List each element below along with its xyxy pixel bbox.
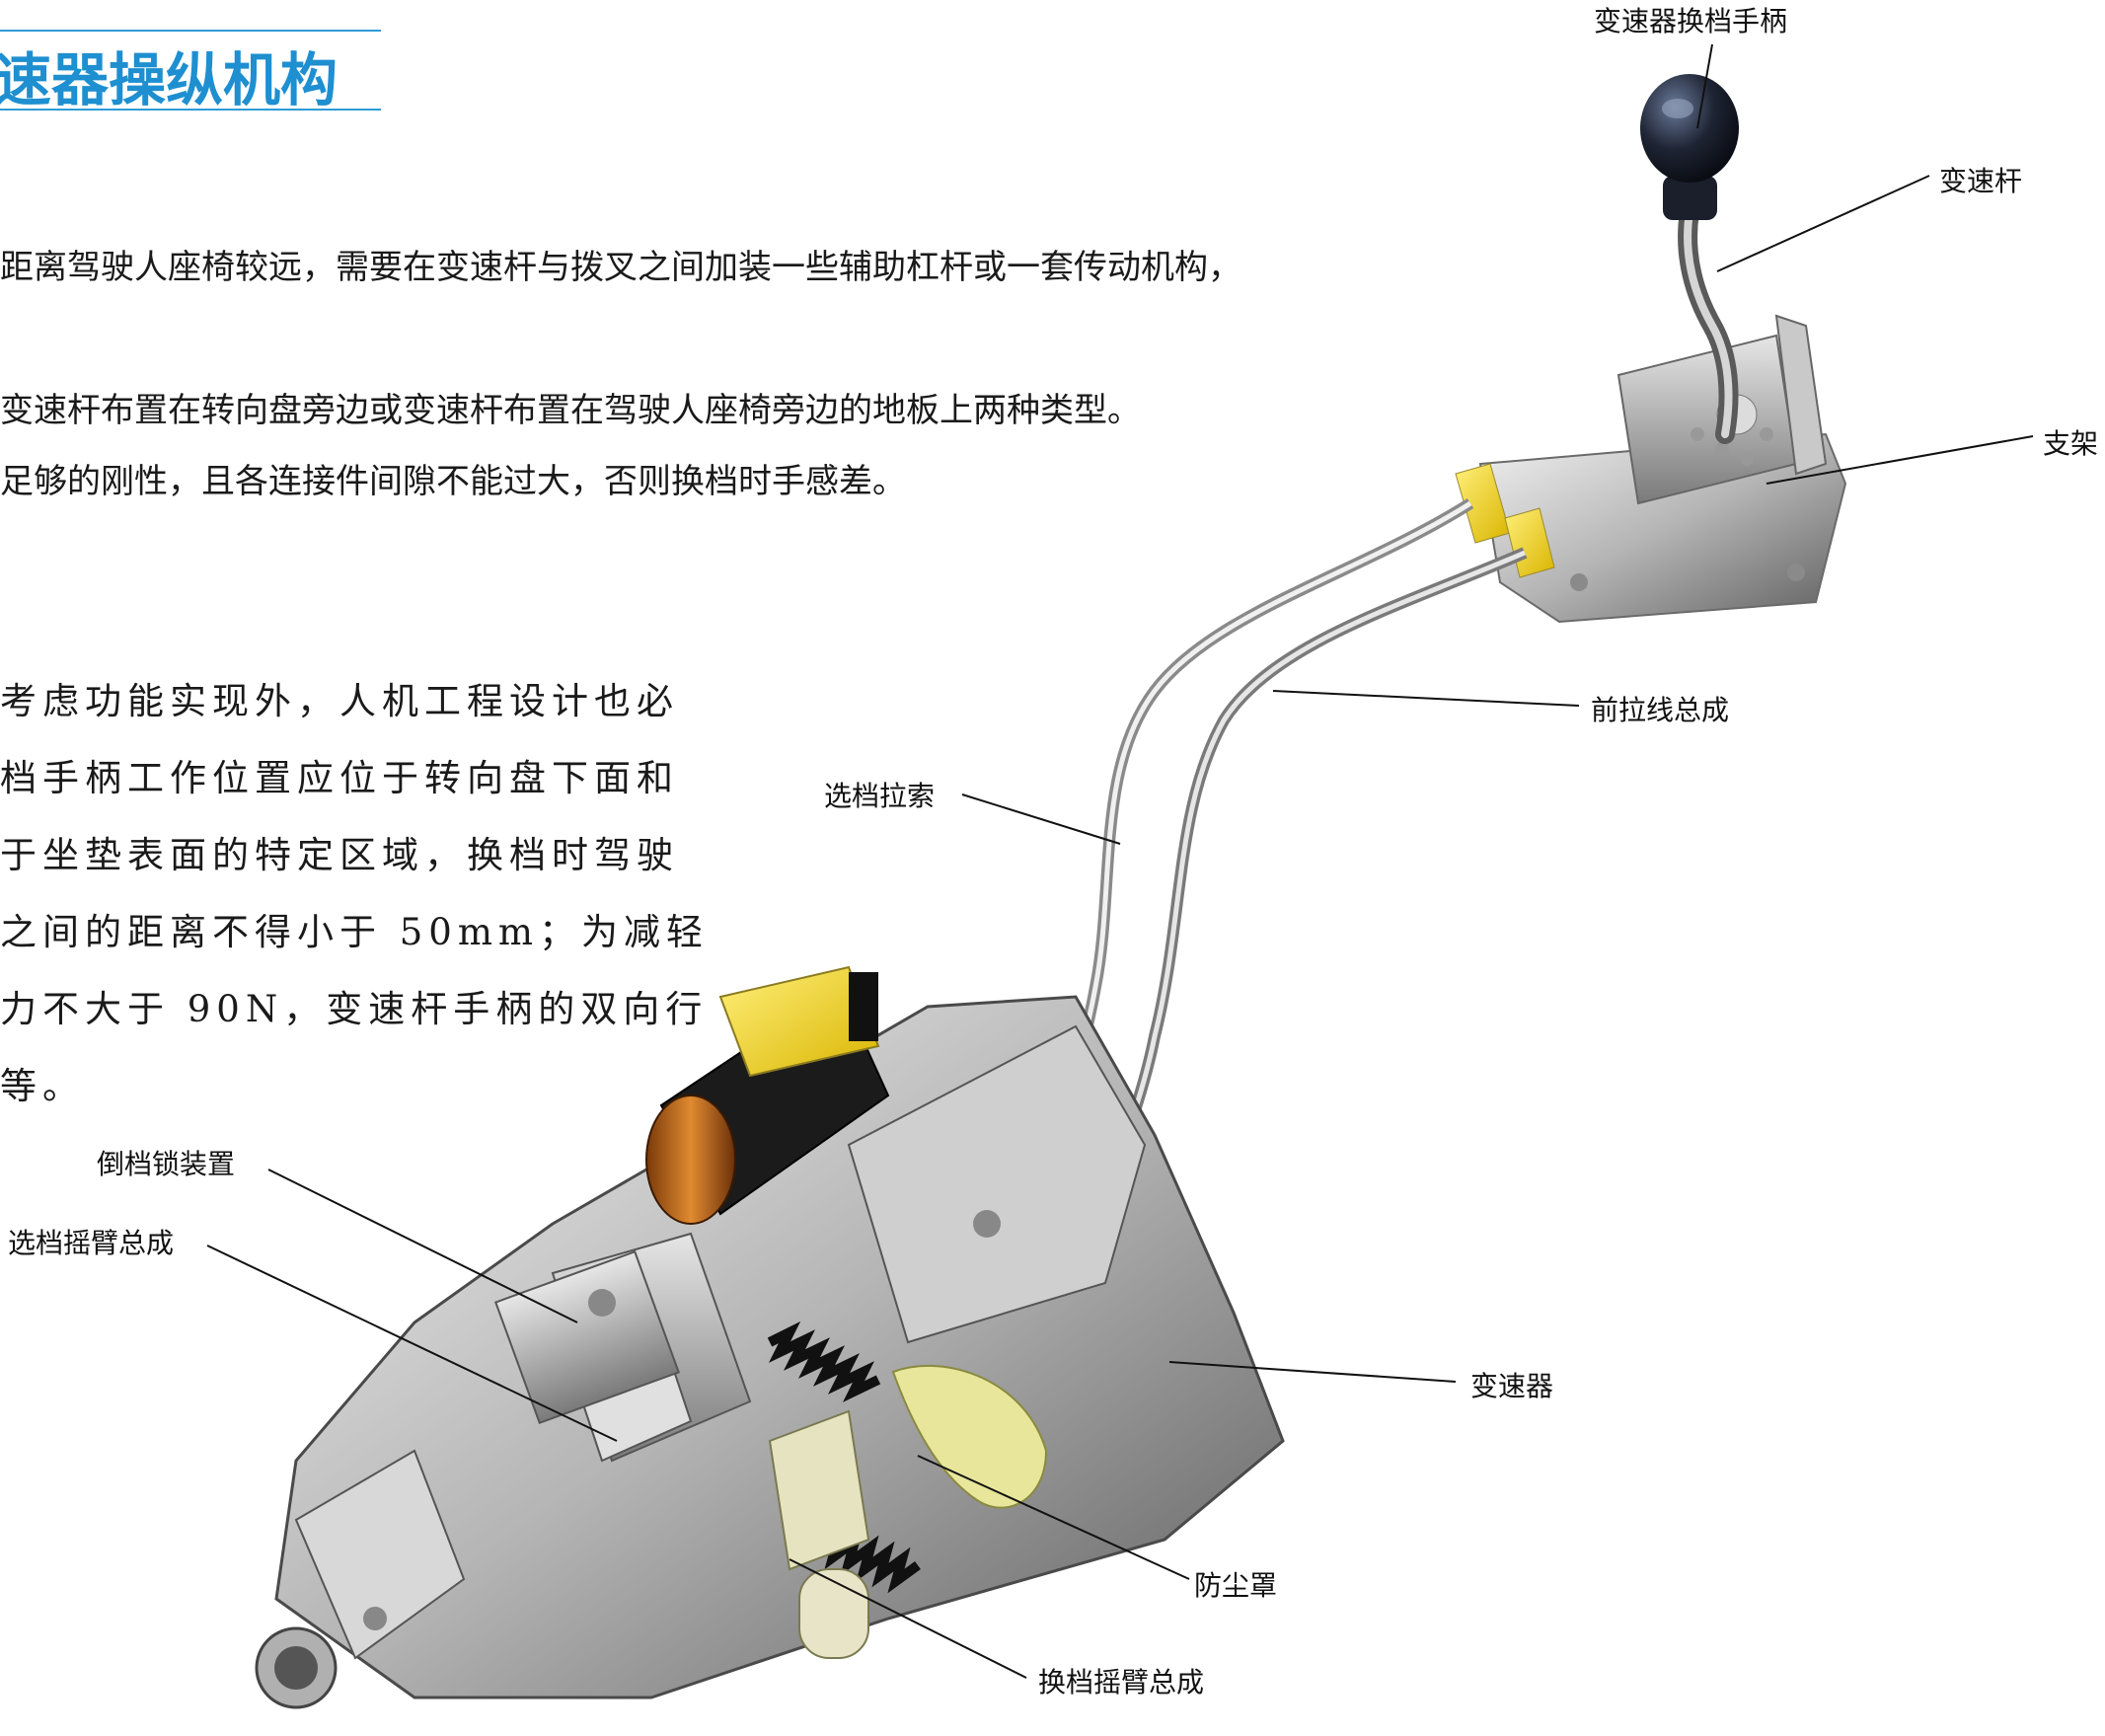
ergonomics-line-3: 于坐垫表面的特定区域，换档时驾驶	[0, 834, 679, 876]
ergonomics-line-4: 之间的距离不得小于 50mm；为减轻	[0, 911, 710, 953]
intro-line-1: 距离驾驶人座椅较远，需要在变速杆与拨叉之间加装一些辅助杠杆或一套传动机构，	[0, 248, 1241, 287]
starter-motor	[645, 965, 890, 1225]
dust-boot	[891, 1364, 1048, 1509]
shift-knob	[1640, 74, 1739, 220]
ergonomics-line-1: 考虑功能实现外，人机工程设计也必	[0, 680, 679, 722]
reverse-lock-device	[494, 1249, 680, 1425]
shift-bracket	[1478, 314, 1847, 624]
shift-lever	[1678, 202, 1739, 444]
ergonomics-line-5: 力不大于 90N，变速杆手柄的双向行	[0, 988, 709, 1030]
ergonomics-line-6: 等。	[0, 1065, 85, 1107]
label-reverse-lock: 倒档锁装置	[97, 1148, 236, 1180]
label-select-cable: 选档拉索	[824, 780, 936, 812]
title-rule-bottom	[0, 109, 381, 111]
shift-spring	[767, 1321, 921, 1594]
leader-lines	[206, 43, 2034, 1679]
label-select-arm: 选档摇臂总成	[8, 1227, 175, 1259]
label-dust-boot: 防尘罩	[1194, 1569, 1278, 1602]
label-front-cable: 前拉线总成	[1591, 694, 1730, 726]
label-bracket: 支架	[2043, 427, 2099, 460]
title-rule-top	[0, 30, 381, 32]
label-shift-arm: 换档摇臂总成	[1038, 1666, 1205, 1698]
label-shift-lever: 变速杆	[1939, 165, 2023, 197]
intro-line-2: 变速杆布置在转向盘旁边或变速杆布置在驾驶人座椅旁边的地板上两种类型。	[0, 391, 1141, 430]
section-header: 速器操纵机构	[0, 30, 381, 113]
ergonomics-line-2: 档手柄工作位置应位于转向盘下面和	[0, 757, 679, 799]
intro-line-3: 足够的刚性，且各连接件间隙不能过大，否则换档时手感差。	[0, 462, 906, 501]
shift-rocker-arm	[768, 1409, 870, 1659]
section-title: 速器操纵机构	[0, 46, 338, 113]
label-shift-knob: 变速器换档手柄	[1594, 5, 1788, 38]
label-transmission: 变速器	[1470, 1370, 1554, 1402]
